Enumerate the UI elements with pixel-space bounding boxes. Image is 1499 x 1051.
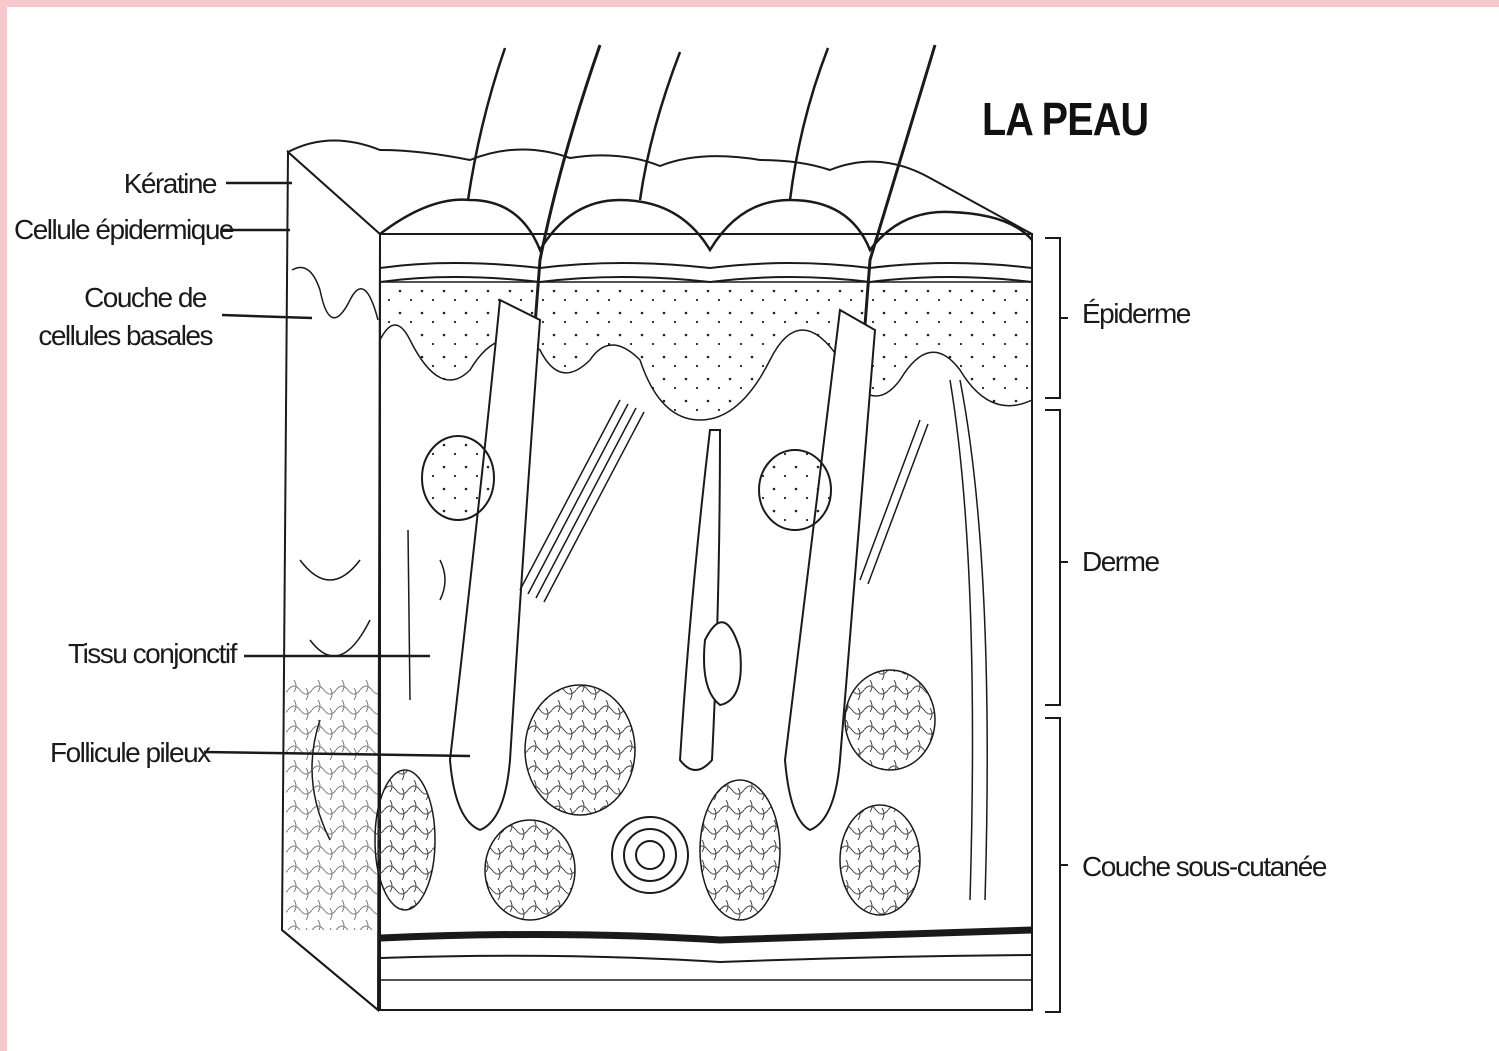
label-cellule-epidermique: Cellule épidermique bbox=[14, 212, 233, 248]
label-couche-sous-cutanee: Couche sous-cutanée bbox=[1082, 849, 1326, 885]
label-epiderme: Épiderme bbox=[1082, 296, 1190, 332]
label-derme: Derme bbox=[1082, 544, 1159, 580]
bracket-sous-cutanee bbox=[1045, 718, 1068, 1012]
label-tissu-conjonctif: Tissu conjonctif bbox=[68, 636, 236, 672]
label-couche-line1: Couche de bbox=[40, 280, 206, 316]
bracket-derme bbox=[1045, 410, 1068, 705]
label-follicule-pileux: Follicule pileux bbox=[50, 735, 210, 771]
skin-block bbox=[282, 45, 1032, 1010]
bracket-epiderme bbox=[1045, 238, 1068, 398]
layer-brackets bbox=[1045, 238, 1068, 1012]
diagram-title: LA PEAU bbox=[982, 92, 1148, 146]
label-couche-line2: cellules basales bbox=[20, 318, 212, 354]
label-keratine: Kératine bbox=[100, 166, 216, 202]
